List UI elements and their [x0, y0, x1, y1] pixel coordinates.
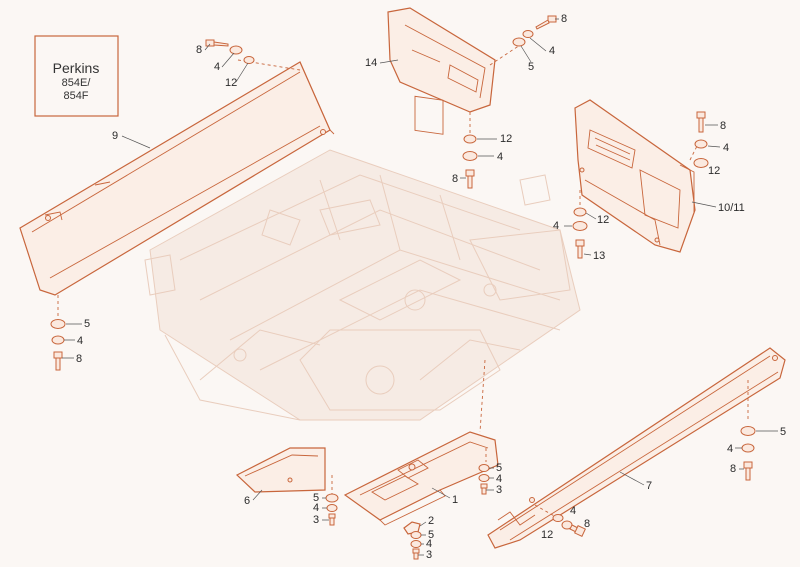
washer-icon — [741, 443, 755, 453]
callout-12: 12 — [597, 214, 609, 226]
part-1-bottom-plate — [343, 431, 499, 526]
ghost-chassis-frame — [144, 149, 581, 421]
callout-12: 12 — [225, 77, 237, 89]
washer-icon — [326, 504, 338, 512]
part-14-top-panel — [387, 7, 496, 135]
hardware-group-g — [740, 426, 756, 481]
washer-icon — [694, 139, 708, 149]
washer-icon — [325, 493, 339, 503]
hardware-group-d — [462, 134, 478, 189]
hardware-group-h — [552, 514, 586, 537]
washer-icon — [51, 335, 65, 345]
callout-4: 4 — [727, 443, 733, 455]
callout-14: 14 — [365, 57, 377, 69]
callout-5: 5 — [313, 492, 319, 504]
callout-12: 12 — [541, 529, 553, 541]
callout-8: 8 — [561, 13, 567, 25]
callout-5: 5 — [528, 61, 534, 73]
callout-5: 5 — [780, 426, 786, 438]
callout-4: 4 — [549, 45, 555, 57]
hardware-group-j — [478, 464, 490, 495]
washer-icon — [478, 474, 490, 482]
callout-4: 4 — [77, 335, 83, 347]
washer-icon — [522, 30, 534, 38]
callout-3: 3 — [496, 484, 502, 496]
washer-icon — [552, 514, 564, 522]
callout-13: 13 — [593, 250, 605, 262]
callout-4: 4 — [313, 502, 319, 514]
washer-icon — [572, 221, 588, 231]
washer-icon — [573, 207, 587, 217]
washer-icon — [243, 56, 255, 64]
callout-5: 5 — [428, 529, 434, 541]
washer-icon — [740, 426, 756, 436]
washer-icon — [463, 134, 477, 144]
bolt-icon — [205, 39, 229, 47]
callout-8: 8 — [730, 463, 736, 475]
callout-8: 8 — [452, 173, 458, 185]
bolt-icon — [575, 239, 585, 259]
washer-icon — [462, 151, 478, 161]
washer-icon — [229, 45, 243, 55]
callout-4: 4 — [570, 505, 576, 517]
hardware-group-f — [572, 207, 588, 259]
engine-brand-text: Perkins — [53, 60, 100, 76]
part-6-small-plate — [235, 447, 326, 493]
part-7-right-panel — [487, 347, 786, 549]
bolt-icon — [412, 548, 420, 560]
washer-icon — [478, 464, 490, 472]
callout-10-11: 10/11 — [718, 202, 745, 214]
callout-4: 4 — [723, 142, 729, 154]
callout-3: 3 — [426, 549, 432, 561]
hardware-group-b — [50, 319, 66, 371]
callout-1: 1 — [452, 494, 458, 506]
hardware-group-e — [693, 111, 709, 168]
callout-9: 9 — [112, 130, 118, 142]
part-9-left-panel — [19, 61, 335, 296]
callout-8: 8 — [196, 44, 202, 56]
bolt-icon — [53, 351, 63, 371]
bolt-icon — [480, 483, 488, 495]
washer-icon — [693, 158, 709, 168]
washer-icon — [410, 531, 422, 539]
bolt-icon — [696, 111, 706, 133]
washer-icon — [512, 37, 526, 47]
bolt-icon — [569, 524, 586, 537]
bolt-icon — [328, 513, 336, 526]
bolt-icon — [535, 15, 557, 30]
callout-8: 8 — [720, 120, 726, 132]
callout-5: 5 — [84, 318, 90, 330]
hardware-group-c — [512, 15, 557, 47]
engine-info-box: Perkins 854E/ 854F — [34, 35, 119, 117]
callout-4: 4 — [497, 151, 503, 163]
callout-12: 12 — [500, 133, 512, 145]
engine-model-line2: 854F — [63, 90, 88, 102]
callout-4: 4 — [553, 220, 559, 232]
bolt-icon — [743, 461, 753, 481]
bolt-icon — [465, 169, 475, 189]
callout-4: 4 — [214, 61, 220, 73]
washer-icon — [410, 540, 422, 548]
hardware-group-a — [205, 39, 255, 64]
callout-12: 12 — [708, 165, 720, 177]
callout-3: 3 — [313, 514, 319, 526]
part-10-11-right-cover — [574, 99, 696, 253]
callout-8: 8 — [76, 353, 82, 365]
washer-icon — [50, 319, 66, 329]
callout-5: 5 — [496, 462, 502, 474]
callout-8: 8 — [584, 518, 590, 530]
engine-model-line1: 854E/ — [62, 77, 92, 89]
callout-4: 4 — [496, 473, 502, 485]
callout-2: 2 — [428, 515, 434, 527]
callout-7: 7 — [646, 480, 652, 492]
callout-6: 6 — [244, 495, 250, 507]
callout-4: 4 — [426, 538, 432, 550]
